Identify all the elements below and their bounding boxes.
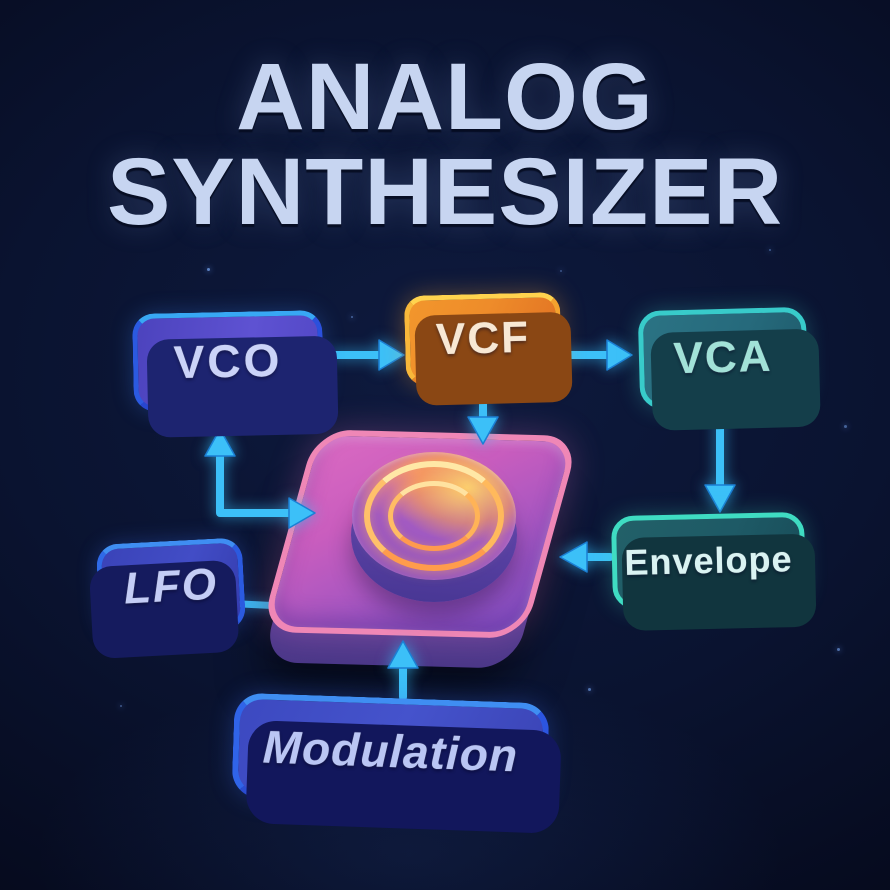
node-lfo: LFO bbox=[95, 537, 247, 637]
title-line-2: SYNTHESIZER bbox=[106, 139, 784, 245]
node-modulation: Modulation bbox=[231, 692, 550, 809]
star-dot bbox=[769, 249, 771, 251]
star-dot bbox=[351, 316, 353, 318]
knob-face bbox=[352, 452, 516, 580]
star-dot bbox=[837, 648, 840, 651]
node-envelope-label: Envelope bbox=[624, 537, 793, 583]
node-vca: VCA bbox=[637, 306, 809, 410]
page-title: ANALOG SYNTHESIZER bbox=[0, 50, 890, 240]
title-line-1: ANALOG bbox=[236, 44, 654, 150]
star-dot bbox=[588, 688, 591, 691]
node-vco: VCO bbox=[131, 310, 325, 412]
star-dot bbox=[560, 270, 562, 272]
star-dot bbox=[207, 268, 210, 271]
node-modulation-label: Modulation bbox=[262, 720, 519, 781]
knob-ring-outer bbox=[364, 461, 504, 571]
node-envelope: Envelope bbox=[610, 511, 807, 610]
star-dot bbox=[844, 425, 847, 428]
node-vcf: VCF bbox=[403, 291, 563, 387]
knob-ring-inner bbox=[388, 481, 480, 551]
star-dot bbox=[120, 705, 122, 707]
node-vcf-label: VCF bbox=[435, 312, 531, 365]
node-vco-label: VCO bbox=[173, 333, 283, 389]
node-vca-label: VCA bbox=[672, 331, 774, 384]
node-lfo-label: LFO bbox=[122, 559, 220, 614]
